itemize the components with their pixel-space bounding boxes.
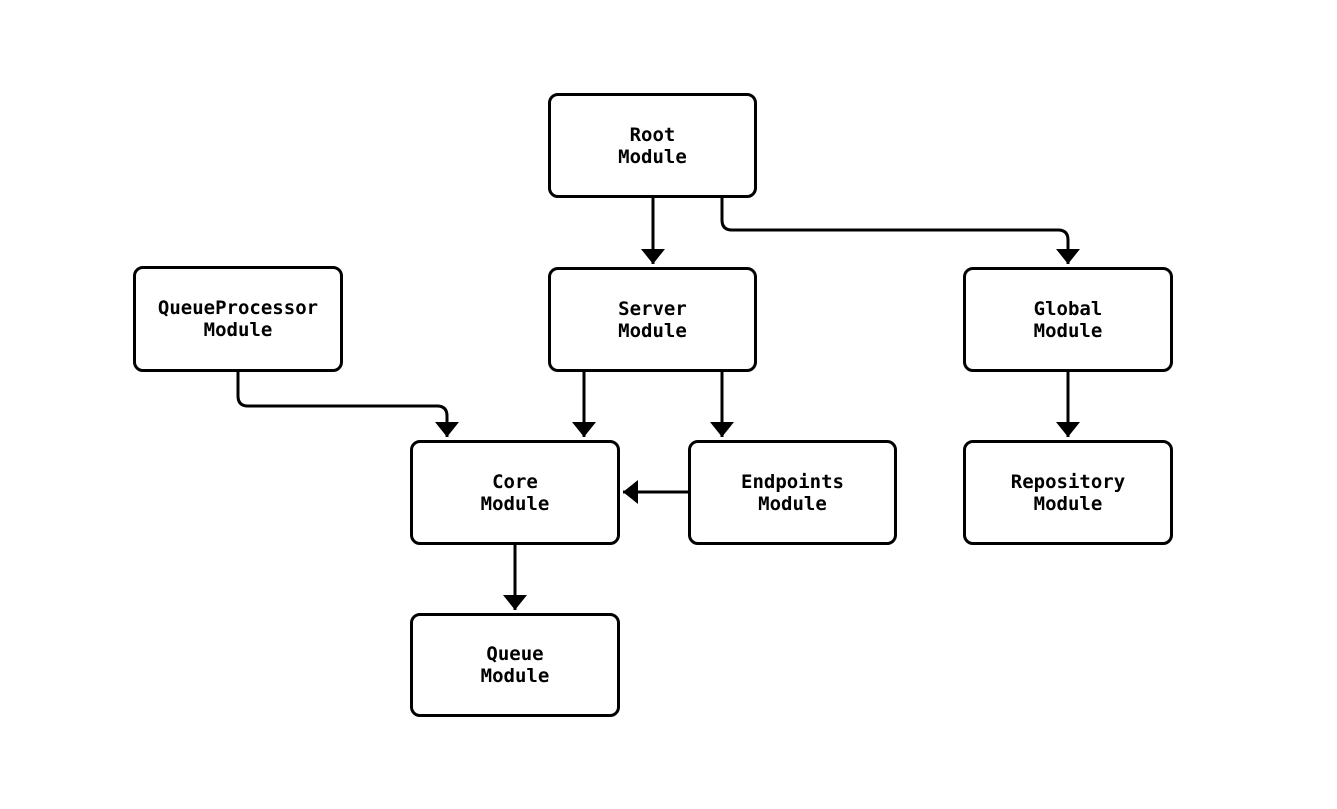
node-core-module: Core Module [410,440,620,545]
edge-queueprocessor-to-core [236,372,459,437]
node-label: Repository Module [1010,470,1126,515]
edge-root-to-global [720,198,1080,264]
node-label: Global Module [1033,297,1103,342]
node-queue-module: Queue Module [410,613,620,717]
node-label: Core Module [480,470,550,515]
node-endpoints-module: Endpoints Module [688,440,897,545]
node-label: Root Module [618,123,687,168]
node-server-module: Server Module [548,267,757,372]
node-label: Endpoints Module [741,470,844,515]
node-global-module: Global Module [963,267,1173,372]
node-queueprocessor-module: QueueProcessor Module [133,266,343,372]
node-label: Queue Module [480,643,550,687]
node-repository-module: Repository Module [963,440,1173,545]
node-root-module: Root Module [548,93,757,198]
node-label: QueueProcessor Module [157,297,319,341]
node-label: Server Module [618,297,687,342]
